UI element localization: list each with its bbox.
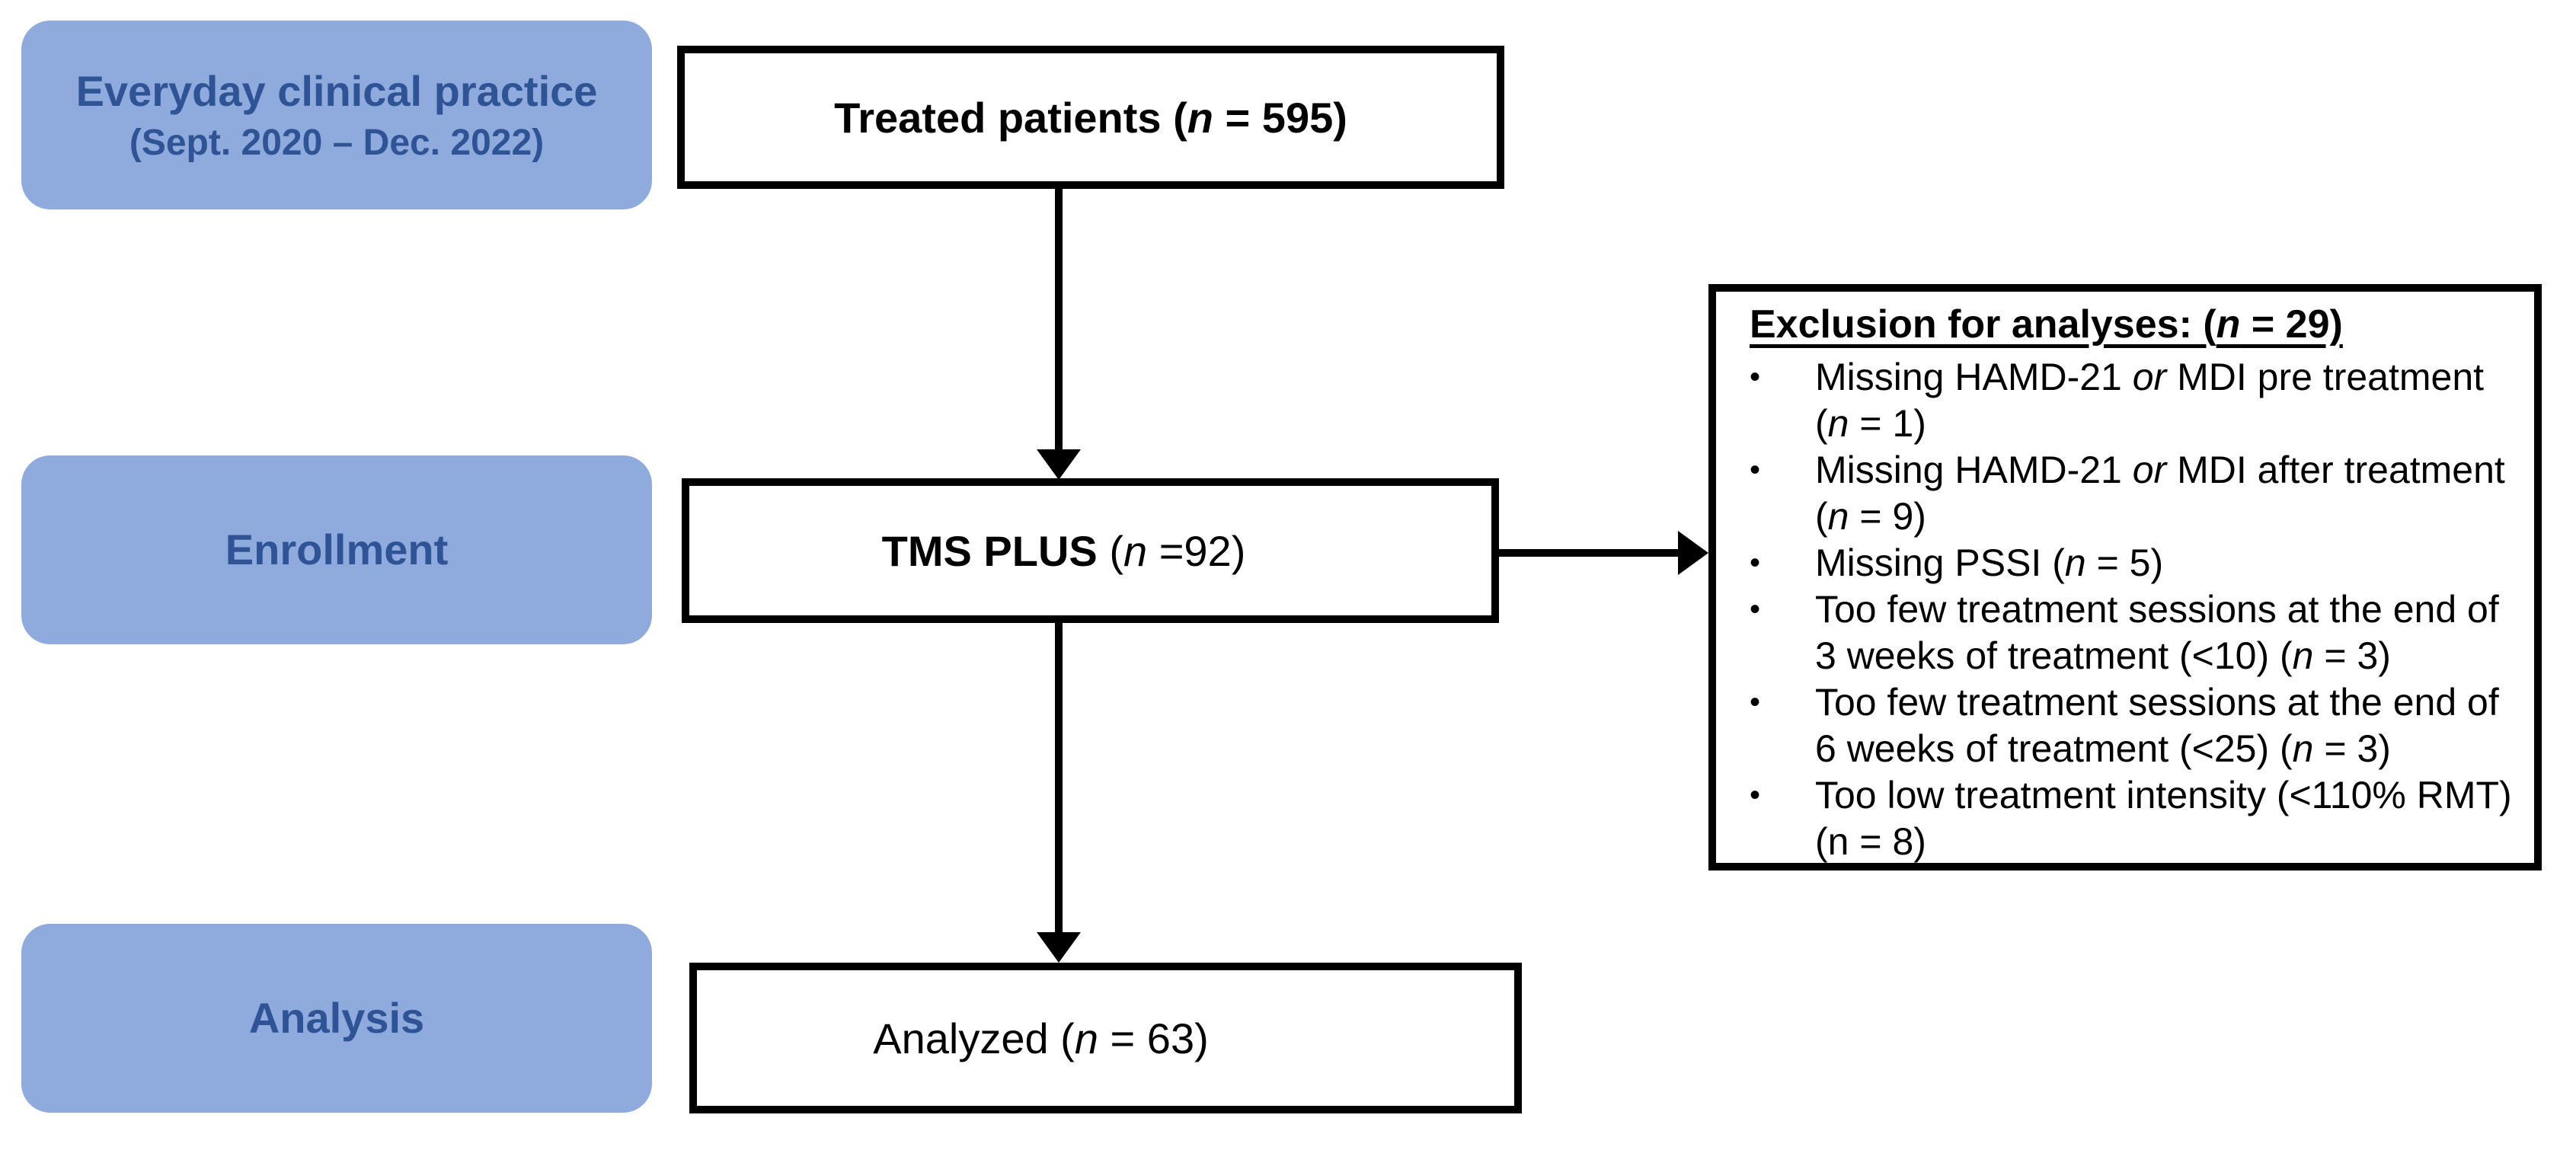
bullet-text: Too low treatment intensity (<110% RMT)(… [1815,774,2512,863]
flow-box-label: TMS PLUS (n =92) [881,526,1246,575]
stage-box-analysis: Analysis [21,924,652,1113]
flow-box-analyzed: Analyzed (n = 63) [689,963,1522,1113]
bullet-text: Missing HAMD-21 or MDI pre treatment(n =… [1815,356,2485,445]
arrowhead-down-icon [1037,449,1081,480]
bullet-dot-icon: • [1750,685,1761,719]
arrow-tms-to-exclusion-stem [1499,549,1681,557]
exclusion-bullet-item: • Too few treatment sessions at the end o… [1750,679,2513,772]
exclusion-bullet-item: • Too few treatment sessions at the end o… [1750,586,2513,679]
bullet-text: Too few treatment sessions at the end of… [1815,588,2499,677]
bullet-dot-icon: • [1750,593,1761,626]
stage-label-line1: Everyday clinical practice [75,66,598,115]
exclusion-bullet-item: • Missing HAMD-21 or MDI after treatment(… [1750,447,2513,540]
exclusion-bullet-list: • Missing HAMD-21 or MDI pre treatment(n … [1750,354,2513,865]
bullet-dot-icon: • [1750,546,1761,580]
exclusion-title: Exclusion for analyses: (n = 29) [1750,302,2343,347]
stage-box-everyday-clinical-practice: Everyday clinical practice (Sept. 2020 –… [21,21,652,209]
bullet-text: Missing PSSI (n = 5) [1815,541,2164,584]
flow-box-label: Treated patients (n = 595) [834,93,1347,142]
arrow-tms-to-analyzed-stem [1055,623,1063,934]
stage-box-enrollment: Enrollment [21,455,652,644]
bullet-dot-icon: • [1750,453,1761,487]
bullet-text: Missing HAMD-21 or MDI after treatment(n… [1815,449,2505,538]
flow-box-tms-plus: TMS PLUS (n =92) [682,478,1499,623]
bullet-dot-icon: • [1750,778,1761,812]
arrowhead-down-icon [1037,932,1081,963]
exclusion-bullet-item: • Missing PSSI (n = 5) [1750,540,2513,586]
flow-box-label: Analyzed (n = 63) [873,1014,1209,1062]
stage-label: Enrollment [225,525,449,574]
exclusion-bullet-item: • Too low treatment intensity (<110% RMT)… [1750,772,2513,865]
stage-label-line2: (Sept. 2020 – Dec. 2022) [129,122,545,163]
exclusion-box: Exclusion for analyses: (n = 29) • Missin… [1708,284,2542,870]
bullet-text: Too few treatment sessions at the end of… [1815,681,2499,770]
stage-label: Analysis [248,994,425,1043]
flow-box-treated-patients: Treated patients (n = 595) [677,46,1504,189]
bullet-dot-icon: • [1750,360,1761,394]
exclusion-bullet-item: • Missing HAMD-21 or MDI pre treatment(n … [1750,354,2513,447]
arrowhead-right-icon [1678,531,1708,575]
arrow-treated-to-tms-stem [1055,189,1063,451]
